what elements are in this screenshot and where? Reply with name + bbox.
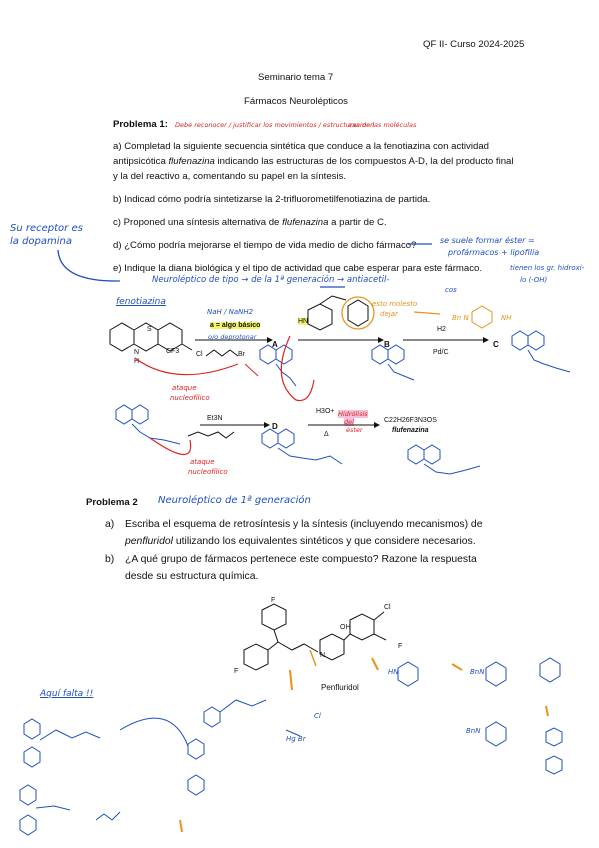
f-atom-top: F xyxy=(271,597,276,604)
hw-receptor-1: Su receptor es xyxy=(10,223,83,234)
orange-nh: NH xyxy=(501,314,512,322)
hw-bnn-2: BnN xyxy=(466,727,481,735)
compound-c-structure xyxy=(511,330,571,373)
p1-c: c) Proponed una síntesis alternativa de … xyxy=(113,217,387,228)
compound-b-structure xyxy=(371,344,415,381)
orange-bnn: Bn N xyxy=(452,314,469,322)
p1-a-line3: y la del reactivo a, comentando su papel… xyxy=(113,171,347,182)
hw-receptor-2: la dopamina xyxy=(10,236,73,247)
hw-neuroleptic-1: Neuroléptico de tipo → de la 1ª generaci… xyxy=(152,275,390,285)
compound-d: D xyxy=(272,422,278,431)
compound-a: A xyxy=(272,340,278,349)
red-hydrolysis-3: éster xyxy=(346,426,363,434)
red-hydrolysis-2: del xyxy=(344,418,354,426)
phenothiazine-structure xyxy=(109,322,193,352)
hw-ester-2: profármacos + lipofilia xyxy=(448,248,540,257)
red-attack-arrow-1 xyxy=(134,357,239,376)
retrosynthesis-sketches xyxy=(19,657,563,836)
p2-a-line1: Escriba el esquema de retrosíntesis y la… xyxy=(125,519,483,530)
flufenazina-structure xyxy=(407,444,481,475)
br-label: Br xyxy=(238,351,245,358)
p2-b-line1: ¿A qué grupo de fármacos pertenece este … xyxy=(125,554,477,565)
red-attack-arrow-2 xyxy=(149,437,192,456)
orange-note-1: esto molesto xyxy=(372,300,418,308)
p1-d: d) ¿Cómo podría mejorarse el tiempo de v… xyxy=(113,240,417,251)
orange-circle xyxy=(341,296,375,330)
compound-d-structure xyxy=(261,428,343,465)
product-label: flufenazina xyxy=(392,427,429,434)
problem1-red-note: Debe reconocer / justificar los movimien… xyxy=(175,121,417,129)
hw-hn: HN xyxy=(388,668,399,676)
p2-b-line2: desde su estructura química. xyxy=(125,571,259,582)
penfluridol-structure xyxy=(243,603,387,671)
seminar-subtitle: Fármacos Neurolépticos xyxy=(244,96,348,107)
n-atom: N xyxy=(134,349,140,356)
course-header: QF II- Curso 2024-2025 xyxy=(423,39,525,50)
et3n-label: Et3N xyxy=(207,415,223,422)
cl-atom: Cl xyxy=(384,604,391,611)
hw-hgbr: Hg Br xyxy=(286,735,306,743)
red-attack1-1: ataque xyxy=(172,384,197,392)
hw-arrow-receptor xyxy=(57,249,121,282)
compound-c: C xyxy=(493,340,499,349)
p1-a-line1: a) Completad la siguiente secuencia sint… xyxy=(113,141,489,152)
hw-reagent: NaH / NaNH2 xyxy=(207,308,254,316)
p2-a-line2: penfluridol utilizando los equivalentes … xyxy=(125,536,476,547)
problem1-heading: Problema 1: xyxy=(113,119,168,130)
p1-a-line2: antipsicótica flufenazina indicando las … xyxy=(113,156,514,167)
hw-ester-1: se suele formar éster = xyxy=(440,236,535,245)
hw-neuroleptic-2: cos xyxy=(445,286,457,294)
red-attack-arrow-loop xyxy=(280,335,315,402)
red-attack1-2: nucleofílico xyxy=(170,394,210,402)
problem2-heading: Problema 2 xyxy=(86,497,138,508)
p1-e: e) Indique la diana biológica y el tipo … xyxy=(113,263,483,274)
s-atom: S xyxy=(147,326,152,333)
formula-label: C22H26F3N3OS xyxy=(384,417,437,424)
compound-b: B xyxy=(384,340,390,349)
hw-deprotonate: o/o deprotonar xyxy=(208,333,257,341)
hw-generation: Neuroléptico de 1ª generación xyxy=(158,495,311,506)
problem1-red-exam: examen xyxy=(348,121,375,129)
red-hydrolysis-1: Hidrólisis xyxy=(338,410,368,418)
seminar-title: Seminario tema 7 xyxy=(258,72,334,83)
hw-cl: Cl xyxy=(314,712,321,720)
h3o-label: H3O+ xyxy=(316,408,335,415)
hw-hydroxy-2: lo (-OH) xyxy=(520,276,548,284)
cf3-f-atom: F xyxy=(398,643,403,650)
hn-label: HN xyxy=(298,318,309,325)
hw-fenotiazina: fenotiazina xyxy=(116,297,166,307)
h2-label: H2 xyxy=(437,326,446,333)
p2-b-label: b) xyxy=(105,554,115,565)
red-attack2-1: ataque xyxy=(190,458,215,466)
hw-bnn-1: BnN xyxy=(470,668,485,676)
reagent-a: a = algo básico xyxy=(210,322,261,329)
p2-a-label: a) xyxy=(105,519,115,530)
oh-atom: OH xyxy=(340,624,351,631)
pdc-label: Pd/C xyxy=(433,349,449,356)
cf3-label: CF3 xyxy=(166,348,180,355)
h-atom: H xyxy=(134,358,140,365)
p1-b: b) Indicad cómo podría sintetizarse la 2… xyxy=(113,194,431,205)
f-atom-left: F xyxy=(234,668,239,675)
compound-a-structure xyxy=(259,344,297,387)
penfluridol-label: Penfluridol xyxy=(321,683,359,692)
red-attack2-2: nucleofílico xyxy=(188,468,228,476)
cl-label: Cl xyxy=(196,351,203,358)
orange-note-2: dejar xyxy=(380,310,398,318)
delta-label: Δ xyxy=(324,431,329,438)
benzylpiperazine-structure xyxy=(307,295,369,331)
compound-c-left-structure xyxy=(115,404,181,445)
hw-aqui-falta: Aquí falta !! xyxy=(40,689,94,699)
hw-hydroxy-1: tienen los gr. hidroxi- xyxy=(510,264,585,272)
